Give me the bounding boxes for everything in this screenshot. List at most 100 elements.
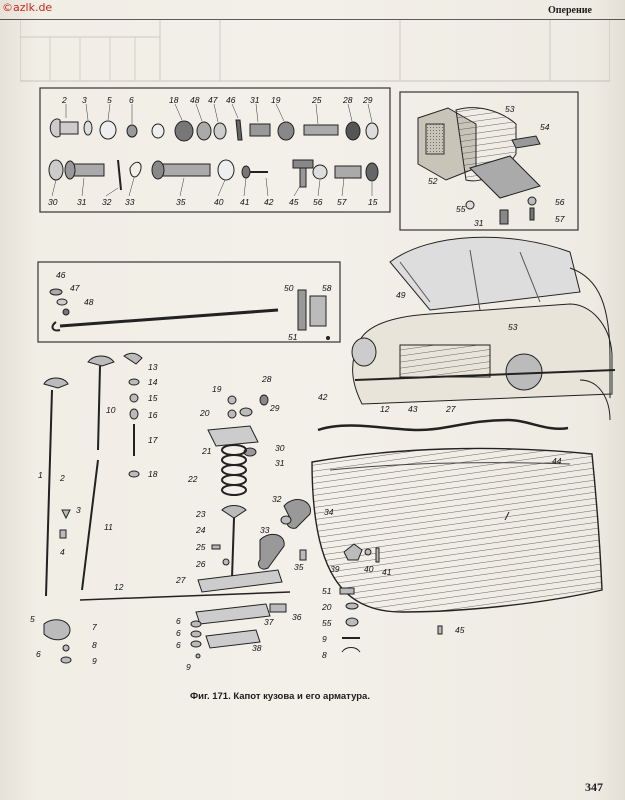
callout: 8 xyxy=(322,650,327,660)
callout: 57 xyxy=(337,197,347,207)
callout: 33 xyxy=(260,525,270,535)
running-header-title: Оперение xyxy=(548,5,592,16)
callout: 51 xyxy=(322,586,332,596)
callout: 17 xyxy=(148,435,158,445)
callout: 16 xyxy=(148,410,158,420)
callout: 20 xyxy=(321,602,332,612)
callout: 19 xyxy=(271,95,281,105)
callout: 3 xyxy=(76,505,81,515)
callout: 46 xyxy=(56,270,66,280)
callout: 37 xyxy=(264,617,274,627)
callout: 15 xyxy=(148,393,158,403)
watermark: ©azlk.de xyxy=(2,1,53,14)
callout: 8 xyxy=(92,640,97,650)
callout: 38 xyxy=(252,643,262,653)
callout: 18 xyxy=(148,469,158,479)
callout: 19 xyxy=(212,384,222,394)
callout: 11 xyxy=(104,522,113,532)
callout: 40 xyxy=(364,564,374,574)
callout: 42 xyxy=(264,197,274,207)
callout: 5 xyxy=(30,614,35,624)
callout: 27 xyxy=(175,575,186,585)
page-number: 347 xyxy=(585,780,603,794)
callout: 43 xyxy=(408,404,418,414)
show-through-table xyxy=(20,19,610,82)
callout: 31 xyxy=(474,218,484,228)
callout: 33 xyxy=(125,197,135,207)
callout: 54 xyxy=(540,122,550,132)
callout: 29 xyxy=(269,403,280,413)
callout: 2 xyxy=(61,95,67,105)
callout: 41 xyxy=(382,567,392,577)
callout: 46 xyxy=(226,95,236,105)
callout: 57 xyxy=(555,214,565,224)
callout: 39 xyxy=(330,564,340,574)
callout: 12 xyxy=(114,582,124,592)
header-divider xyxy=(0,19,625,20)
callout: 41 xyxy=(240,197,250,207)
callout: 48 xyxy=(190,95,200,105)
callout: 10 xyxy=(106,405,116,415)
callout: 58 xyxy=(322,283,332,293)
hood-assembly-illustration: 2 3 5 6 18 48 47 46 31 19 25 28 29 30 31… xyxy=(30,87,616,672)
callout: 1 xyxy=(38,470,43,480)
callout: 5 xyxy=(107,95,112,105)
callout: 56 xyxy=(313,197,323,207)
callout: 21 xyxy=(201,446,212,456)
callout: 22 xyxy=(187,474,198,484)
callout: 55 xyxy=(322,618,332,628)
callout: 12 xyxy=(380,404,390,414)
callout: 3 xyxy=(82,95,87,105)
callout: 32 xyxy=(272,494,282,504)
callout: 18 xyxy=(169,95,179,105)
callout: 9 xyxy=(322,634,327,644)
callout: 36 xyxy=(292,612,302,622)
callout: 51 xyxy=(288,332,298,342)
callout: 56 xyxy=(555,197,565,207)
release-cable xyxy=(317,418,569,432)
callout: 31 xyxy=(250,95,260,105)
callout: 25 xyxy=(311,95,322,105)
callout: 50 xyxy=(284,283,294,293)
callout: 42 xyxy=(318,392,328,402)
callout: 49 xyxy=(396,290,406,300)
car-front-open-hood xyxy=(351,236,616,421)
callout: 45 xyxy=(455,625,465,635)
callout: 28 xyxy=(342,95,353,105)
callout: 20 xyxy=(199,408,210,418)
callout: 29 xyxy=(362,95,373,105)
callout: 6 xyxy=(129,95,134,105)
callout: 52 xyxy=(428,176,438,186)
callout: 30 xyxy=(48,197,58,207)
callout: 40 xyxy=(214,197,224,207)
callout: 9 xyxy=(92,656,97,666)
callout: 13 xyxy=(148,362,158,372)
lock-housing-box xyxy=(399,91,579,231)
callout: 6 xyxy=(176,628,181,638)
callout: 47 xyxy=(208,95,218,105)
callout: 44 xyxy=(552,456,562,466)
callout: 15 xyxy=(368,197,378,207)
callout: 6 xyxy=(176,616,181,626)
fasteners-box xyxy=(39,87,391,213)
figure-caption: Фиг. 171. Капот кузова и его арматура. xyxy=(190,691,370,702)
callout: 9 xyxy=(186,662,191,672)
callout: 31 xyxy=(77,197,87,207)
callout: 53 xyxy=(505,104,515,114)
callout: 27 xyxy=(445,404,456,414)
lock-handle-parts xyxy=(43,352,291,664)
callout: 32 xyxy=(102,197,112,207)
callout: 31 xyxy=(275,458,285,468)
callout: 55 xyxy=(456,204,466,214)
callout: 23 xyxy=(195,509,206,519)
callout: 47 xyxy=(70,283,80,293)
callout: 45 xyxy=(289,197,299,207)
callout: 35 xyxy=(294,562,304,572)
callout: 26 xyxy=(195,559,206,569)
callout: 14 xyxy=(148,377,158,387)
callout-labels: 2 3 5 6 18 48 47 46 31 19 25 28 29 30 31… xyxy=(30,95,565,672)
lock-mechanism-parts xyxy=(190,394,311,659)
callout: 7 xyxy=(92,622,97,632)
striker-parts xyxy=(339,543,443,653)
callout: 2 xyxy=(59,473,65,483)
